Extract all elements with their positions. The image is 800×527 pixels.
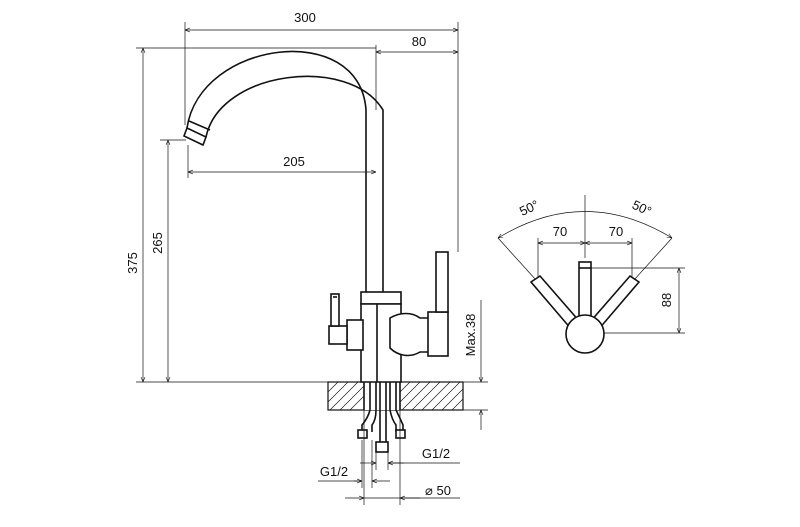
- dim-width-total: 300: [294, 10, 316, 25]
- top-view-handles: [529, 261, 641, 332]
- dim-height-spout: 265: [150, 232, 165, 254]
- dim-top-height: 88: [659, 293, 674, 307]
- dim-left-offset: 70: [553, 224, 567, 239]
- dim-reach: 205: [283, 154, 305, 169]
- top-view: 50° 50° 70 70 88: [498, 195, 685, 354]
- side-dimension-lines: [136, 22, 488, 505]
- dim-connector-left: G1/2: [320, 464, 348, 479]
- side-view: 300 80 205 375 265 Max.38 G1/2 G1/2 ⌀ 50: [125, 10, 488, 505]
- angle-right: 50°: [630, 197, 654, 219]
- faucet-spout: [182, 50, 384, 292]
- dim-base-diameter: ⌀ 50: [425, 483, 451, 498]
- top-view-base-circle: [565, 314, 605, 354]
- dim-max-mount: Max.38: [463, 314, 478, 357]
- dim-height-total: 375: [125, 252, 140, 274]
- dim-connector-right: G1/2: [422, 446, 450, 461]
- dim-offset-top: 80: [412, 34, 426, 49]
- faucet-body: [328, 291, 449, 383]
- angle-left: 50°: [517, 197, 541, 219]
- left-handle: [330, 293, 340, 327]
- dim-right-offset: 70: [609, 224, 623, 239]
- right-handle: [435, 251, 449, 313]
